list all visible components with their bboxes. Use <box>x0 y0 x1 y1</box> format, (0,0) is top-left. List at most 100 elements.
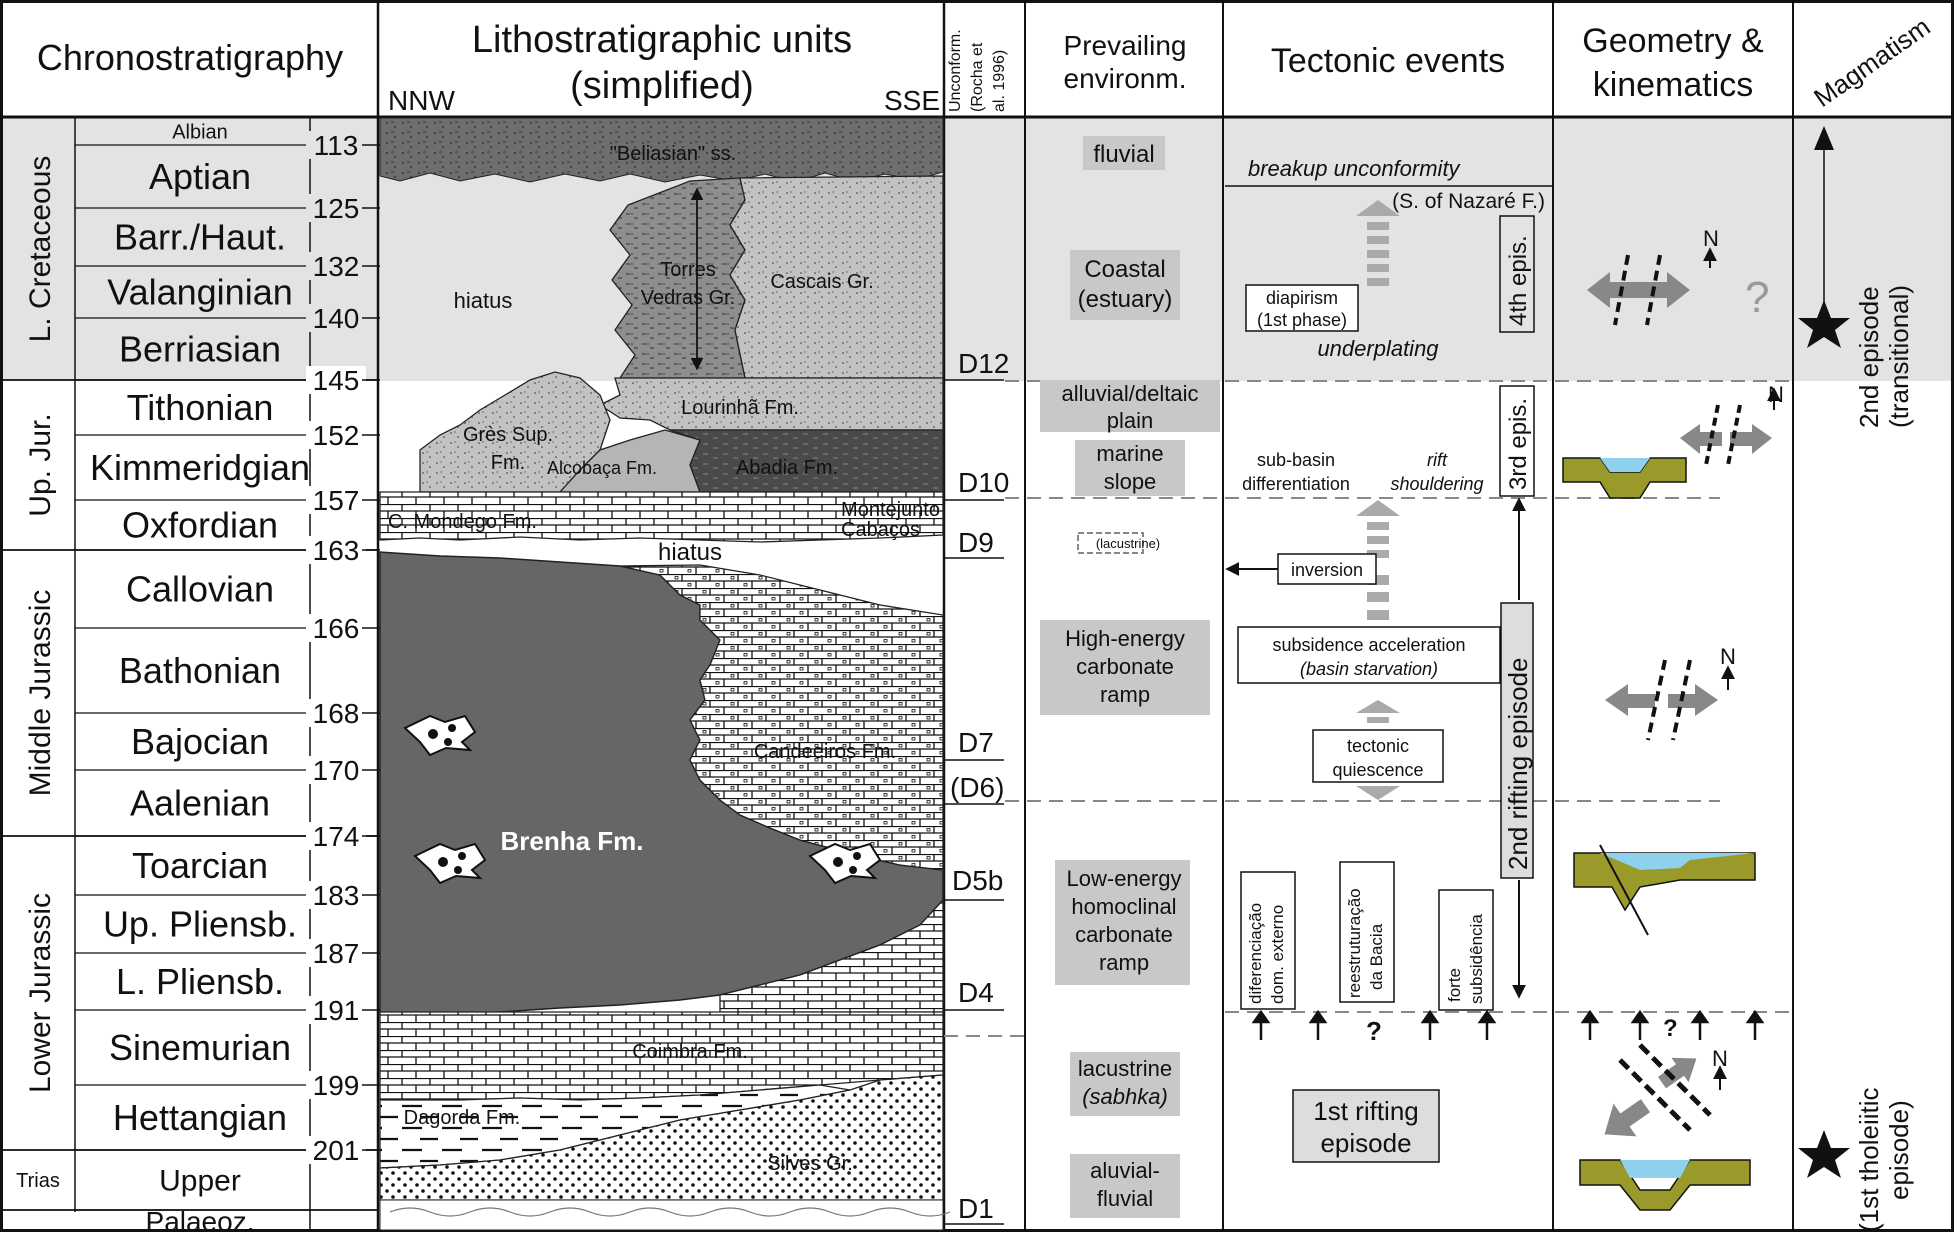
period-label: L. Cretaceous <box>24 156 57 343</box>
age-label: 187 <box>313 938 360 969</box>
label-lourinha: Lourinhã Fm. <box>681 397 799 419</box>
header-geom-1: Geometry & <box>1582 22 1764 60</box>
label-D4: D4 <box>958 977 994 1008</box>
label-dagorda: Dagorda Fm. <box>404 1107 521 1129</box>
tectonic-labels: breakup unconformity (S. of Nazaré F.) d… <box>1242 156 1545 1158</box>
tec-subbasin-2: differentiation <box>1242 474 1350 494</box>
label-D9: D9 <box>958 527 994 558</box>
tec-ep2: 2nd rifting episode <box>1503 658 1533 870</box>
stage-label: Palaeoz. <box>146 1206 255 1232</box>
stage-label: Callovian <box>126 569 274 610</box>
lithology-labels: "Beliasian" ss. hiatus Torres Vedras Gr.… <box>388 143 940 1175</box>
age-label-bg <box>306 881 366 909</box>
age-label: 170 <box>313 755 360 786</box>
label-candeeiros: Candeeiros Fm. <box>754 741 896 763</box>
age-label: 132 <box>313 251 360 282</box>
label-gres-2: Fm. <box>491 452 525 474</box>
geometry-labels: N ? N N ? N <box>1663 226 1784 1071</box>
header-env-1: Prevailing <box>1064 30 1187 61</box>
stage-boundaries <box>75 144 310 1233</box>
header-unconf-2: (Rocha et <box>969 42 986 112</box>
age-label: 145 <box>313 365 360 396</box>
tec-ep3: 3rd epis. <box>1505 398 1532 490</box>
age-label: 113 <box>314 130 359 161</box>
tec-subsidence-1: subsidence acceleration <box>1272 635 1465 655</box>
label-D6: (D6) <box>950 772 1004 803</box>
env-high-3: ramp <box>1100 682 1150 707</box>
age-label: 168 <box>313 698 360 729</box>
header-texts: Chronostratigraphy Lithostratigraphic un… <box>37 11 1936 116</box>
unit-lourinha <box>598 377 944 431</box>
age-label-bg <box>306 486 366 514</box>
geometry-graphics <box>1562 247 1781 1211</box>
label-D7: D7 <box>958 727 994 758</box>
stage-label: Albian <box>172 122 228 144</box>
age-label-bg <box>306 252 366 280</box>
stage-label: Upper <box>159 1165 241 1198</box>
age-label: 140 <box>313 303 360 334</box>
lithology-panel <box>379 117 951 1231</box>
mag-ep2-2: (transitional) <box>1884 285 1914 428</box>
header-sse: SSE <box>884 85 940 116</box>
tec-v3b: subsidência <box>1467 914 1486 1004</box>
age-label-bg <box>306 131 366 159</box>
stage-label: Tithonian <box>127 387 274 428</box>
stage-label: Barr./Haut. <box>114 217 286 258</box>
label-D1: D1 <box>958 1193 994 1224</box>
tec-v1b: dom. externo <box>1268 905 1287 1004</box>
env-low-1: Low-energy <box>1067 866 1182 891</box>
label-montejunto: Montejunto <box>841 499 940 521</box>
age-label-bg <box>306 756 366 784</box>
header-chrono: Chronostratigraphy <box>37 37 343 78</box>
tec-breakup: breakup unconformity <box>1248 156 1462 181</box>
env-low-3: carbonate <box>1075 922 1173 947</box>
age-label: 163 <box>313 535 360 566</box>
tec-subsidence-2: (basin starvation) <box>1300 659 1438 679</box>
label-alcobaca: Alcobaça Fm. <box>547 458 657 478</box>
star-icon <box>1798 300 1850 348</box>
unit-cascais <box>729 175 944 379</box>
label-beliasian: "Beliasian" ss. <box>610 143 736 165</box>
tec-rift1st-1: 1st rifting <box>1313 1096 1419 1126</box>
stage-label: Sinemurian <box>109 1027 291 1068</box>
stage-label: Berriasian <box>119 329 281 370</box>
tectonic-graphics <box>1225 185 1553 1163</box>
environment-boxes <box>1040 136 1220 1218</box>
kinematic-symbol <box>1587 254 1690 326</box>
env-marine-1: marine <box>1096 441 1163 466</box>
label-hiatus-top: hiatus <box>454 288 513 313</box>
unit-candeeiros <box>619 564 944 871</box>
mag-ep1-1: (1st tholeiitic <box>1854 1088 1884 1233</box>
env-lac-1: lacustrine <box>1078 1056 1172 1081</box>
header-env-2: environm. <box>1064 63 1187 94</box>
label-cascais: Cascais Gr. <box>770 271 873 293</box>
label-abadia: Abadia Fm. <box>736 457 838 479</box>
period-label: Trias <box>16 1170 60 1192</box>
tec-rift-1: rift <box>1427 450 1448 470</box>
tec-v2a: reestruturação <box>1345 888 1364 998</box>
half-graben-section <box>1573 852 1756 912</box>
env-coastal-1: Coastal <box>1084 256 1165 283</box>
tec-v3a: forte <box>1445 968 1464 1002</box>
stage-label: Bajocian <box>131 721 269 762</box>
label-torres-2: Vedras Gr. <box>641 287 736 309</box>
stage-label: Bathonian <box>119 650 281 691</box>
stage-labels: AlbianAptianBarr./Haut.ValanginianBerria… <box>90 122 310 1237</box>
stage-label: Aalenian <box>130 783 270 824</box>
age-label-bg <box>306 699 366 727</box>
star-icon <box>1798 1130 1850 1178</box>
geo-north-2: N <box>1768 382 1784 407</box>
header-magmatism: Magmatism <box>1808 11 1935 113</box>
env-fluvial: fluvial <box>1093 141 1154 168</box>
tec-ep4: 4th epis. <box>1505 235 1532 326</box>
geo-question-1: ? <box>1745 273 1769 322</box>
mag-ep1-2: episode) <box>1884 1100 1914 1200</box>
evaporite-blob <box>403 714 477 757</box>
age-label-bg <box>306 366 366 394</box>
stage-label: Kimmeridgian <box>90 447 310 488</box>
geo-question-2: ? <box>1663 1015 1678 1042</box>
